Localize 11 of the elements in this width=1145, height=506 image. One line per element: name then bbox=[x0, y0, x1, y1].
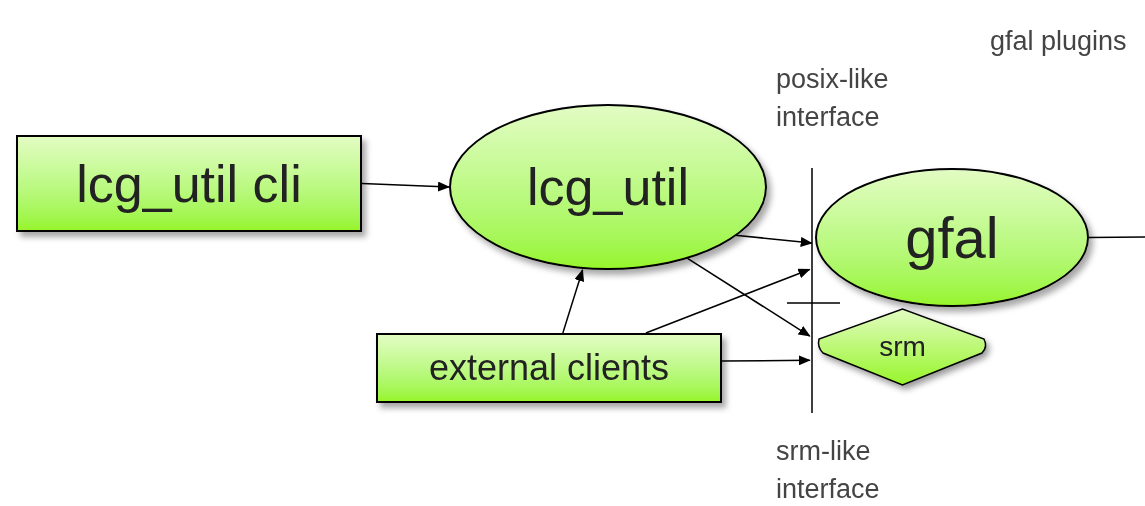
process-box: external clients bbox=[376, 333, 722, 403]
arrow bbox=[645, 268, 811, 334]
arrow bbox=[562, 269, 585, 334]
arrow bbox=[361, 181, 450, 192]
process-ellipse: lcg_util bbox=[449, 104, 767, 270]
arrow bbox=[686, 257, 811, 337]
process-box: lcg_util cli bbox=[16, 135, 362, 232]
arrow bbox=[721, 355, 811, 366]
interface-label: srm-like interface bbox=[776, 435, 881, 506]
interface-label: gfal plugins bbox=[990, 25, 1127, 58]
interface-label: posix-like interface bbox=[776, 63, 890, 134]
